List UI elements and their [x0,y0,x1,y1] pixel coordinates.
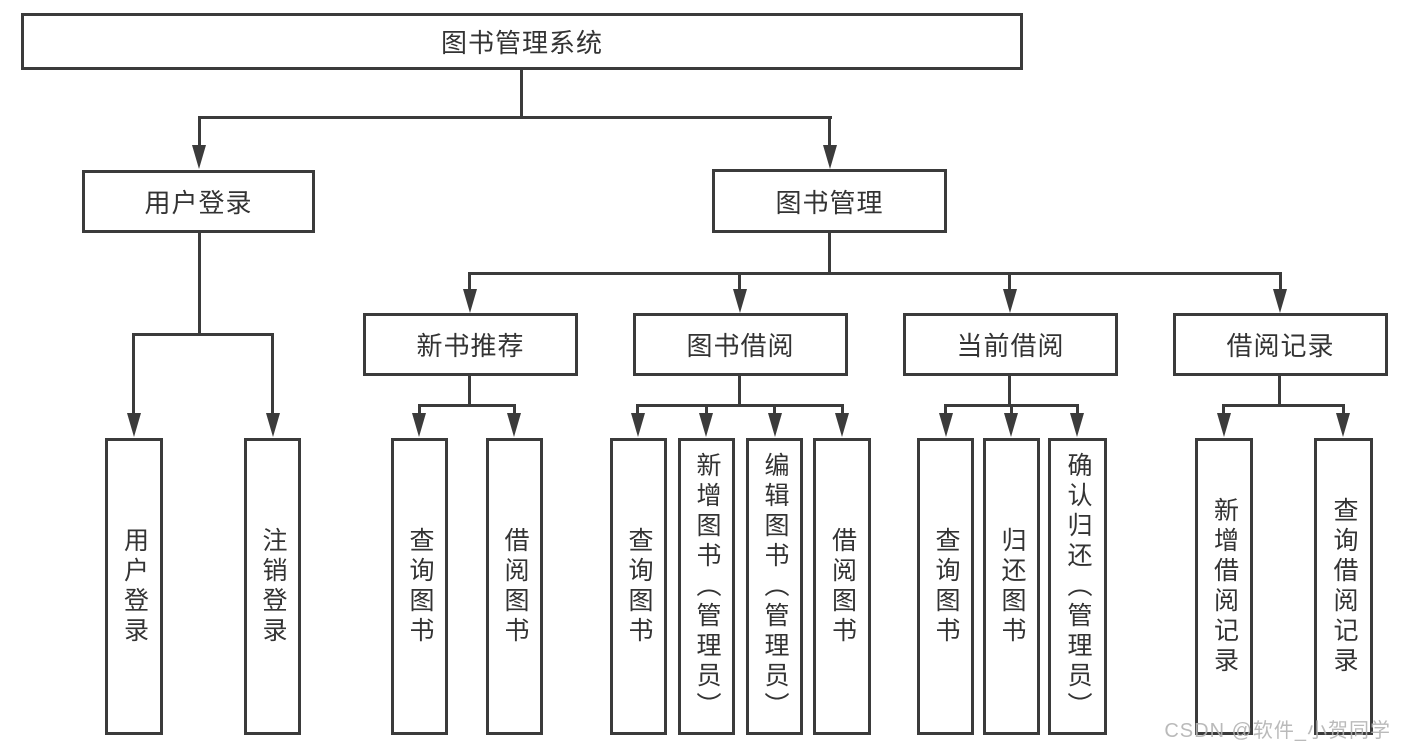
arrow-head [463,289,477,313]
node-borrow-records-label: 借阅记录 [1226,331,1335,361]
node-book-management: 图书管理 [712,169,947,233]
connector-line [418,404,516,407]
connector-line [1008,376,1011,407]
leaf-borrow-books-2-label: 借阅图书 [828,526,857,647]
arrow-head [631,413,645,437]
connector-line [1278,376,1281,407]
connector-line [828,116,831,148]
arrow-head [1003,289,1017,313]
node-new-book-recommend: 新书推荐 [363,313,578,376]
connector-line [738,272,741,292]
connector-line [944,404,947,417]
connector-line [132,333,135,417]
node-book-borrow-label: 图书借阅 [686,331,795,361]
arrow-head [507,413,521,437]
node-root: 图书管理系统 [21,13,1023,70]
leaf-query-borrow-record-label: 查询借阅记录 [1330,496,1358,677]
watermark: CSDN @软件_小贺同学 [1164,720,1391,742]
connector-line [1279,272,1282,292]
node-new-book-recommend-label: 新书推荐 [416,331,525,361]
arrow-head [1070,413,1084,437]
connector-line [198,233,201,336]
arrow-head [733,289,747,313]
leaf-confirm-return-admin: 确认归还（管理员） [1048,438,1107,735]
leaf-add-borrow-record: 新增借阅记录 [1195,438,1253,735]
connector-line [418,404,421,417]
leaf-confirm-return-admin-label: 确认归还（管理员） [1064,451,1092,722]
arrow-head [699,413,713,437]
connector-line [1342,404,1345,417]
node-book-borrow: 图书借阅 [633,313,848,376]
leaf-edit-book-admin: 编辑图书（管理员） [746,438,803,735]
leaf-query-borrow-record: 查询借阅记录 [1314,438,1373,735]
connector-line [705,404,708,417]
connector-line [520,70,523,118]
node-book-management-label: 图书管理 [775,187,884,218]
leaf-query-books-recommend: 查询图书 [391,438,448,735]
leaf-add-book-admin-label: 新增图书（管理员） [693,451,721,722]
connector-line [738,376,741,407]
leaf-user-login-label: 用户登录 [120,526,149,647]
node-user-login-label: 用户登录 [144,188,253,218]
leaf-query-books-recommend-label: 查询图书 [406,526,434,647]
node-current-borrow-label: 当前借阅 [956,331,1065,361]
connector-line [198,116,832,119]
leaf-query-books-current: 查询图书 [917,438,974,735]
connector-line [468,376,471,407]
arrow-head [127,413,141,437]
connector-line [132,333,274,336]
leaf-user-login: 用户登录 [105,438,163,735]
connector-line [1222,404,1345,407]
node-borrow-records: 借阅记录 [1173,313,1388,376]
connector-line [1222,404,1225,417]
arrow-head [1336,413,1350,437]
arrow-head [939,413,953,437]
arrow-head [823,145,837,169]
leaf-query-books-borrow: 查询图书 [610,438,667,735]
connector-line [468,272,1282,275]
connector-line [636,404,844,407]
arrow-head [412,413,426,437]
leaf-return-book-label: 归还图书 [998,526,1026,647]
leaf-query-books-current-label: 查询图书 [932,526,960,647]
connector-line [198,116,201,148]
arrow-head [1273,289,1287,313]
leaf-logout-label: 注销登录 [259,526,287,647]
node-root-label: 图书管理系统 [440,28,603,58]
leaf-add-borrow-record-label: 新增借阅记录 [1210,496,1239,677]
leaf-return-book: 归还图书 [983,438,1040,735]
connector-line [841,404,844,417]
connector-line [773,404,776,417]
leaf-edit-book-admin-label: 编辑图书（管理员） [761,451,789,722]
node-current-borrow: 当前借阅 [903,313,1118,376]
leaf-borrow-books-recommend: 借阅图书 [486,438,543,735]
connector-line [468,272,471,292]
connector-line [1076,404,1079,417]
node-user-login: 用户登录 [82,170,315,233]
leaf-logout: 注销登录 [244,438,301,735]
arrow-head [1004,413,1018,437]
connector-line [271,333,274,417]
arrow-head [768,413,782,437]
arrow-head [266,413,280,437]
leaf-add-book-admin: 新增图书（管理员） [678,438,735,735]
leaf-borrow-books-recommend-label: 借阅图书 [501,526,529,647]
arrow-head [835,413,849,437]
leaf-borrow-books-2: 借阅图书 [813,438,871,735]
arrow-head [192,145,206,169]
connector-line [828,233,831,274]
connector-line [1008,272,1011,292]
connector-line [513,404,516,417]
connector-line [636,404,639,417]
connector-line [1010,404,1013,417]
leaf-query-books-borrow-label: 查询图书 [625,526,653,647]
arrow-head [1217,413,1231,437]
